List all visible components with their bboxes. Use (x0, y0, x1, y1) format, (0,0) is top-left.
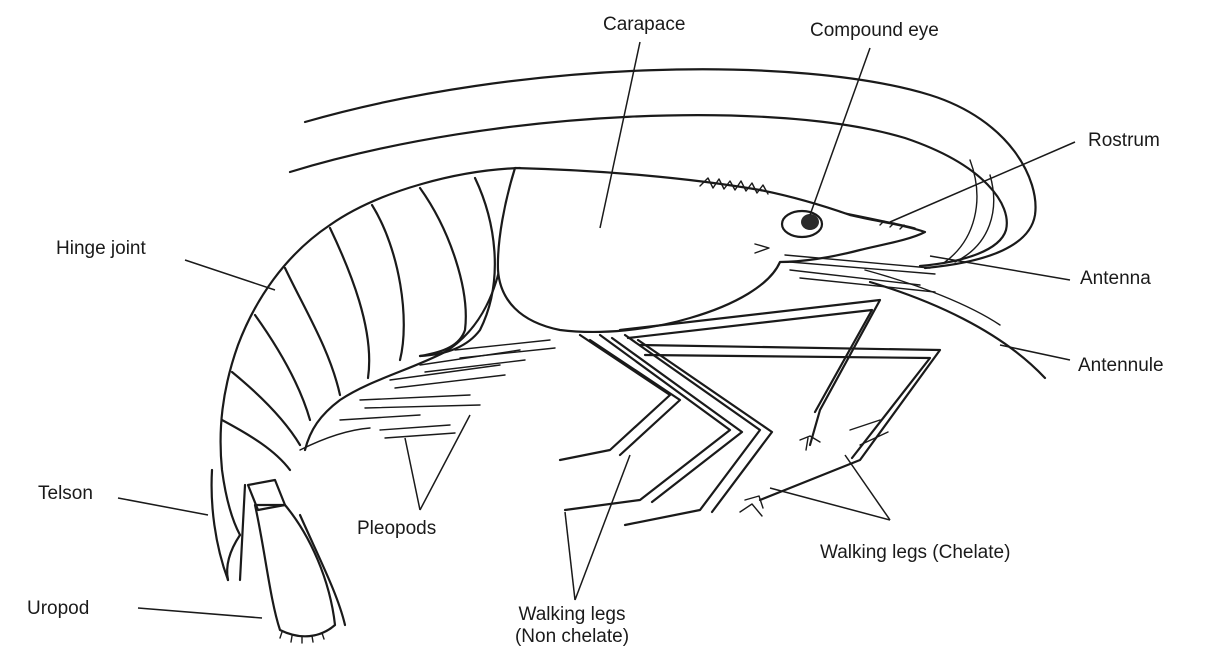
carapace-shape (498, 168, 925, 332)
walking-legs-chelate-shape (620, 300, 940, 516)
leader-rostrum (890, 142, 1075, 222)
label-walking-legs-non-chelate-line1: Walking legs (492, 604, 652, 626)
leader-telson (118, 498, 208, 515)
leader-pleopods-a (405, 438, 420, 510)
label-antenna: Antenna (1080, 268, 1151, 290)
walking-legs-non-chelate-shape (560, 335, 772, 525)
label-telson: Telson (38, 483, 93, 505)
label-walking-legs-chelate: Walking legs (Chelate) (820, 542, 1010, 564)
leader-hinge-joint (185, 260, 275, 290)
antennule-shape (870, 282, 1045, 378)
leader-walking-noncheleate-b (575, 455, 630, 600)
label-hinge-joint: Hinge joint (56, 238, 146, 260)
label-pleopods: Pleopods (357, 518, 436, 540)
leader-uropod (138, 608, 262, 618)
leader-compound-eye (810, 48, 870, 215)
abdomen (221, 168, 520, 535)
label-rostrum: Rostrum (1088, 130, 1160, 152)
label-uropod: Uropod (27, 598, 89, 620)
leader-pleopods-b (420, 415, 470, 510)
label-carapace: Carapace (603, 14, 685, 36)
label-compound-eye: Compound eye (810, 20, 939, 42)
label-walking-legs-non-chelate: Walking legs (Non chelate) (492, 604, 652, 648)
pleopods-shape (340, 340, 555, 438)
label-antennule: Antennule (1078, 355, 1164, 377)
leader-antenna (930, 256, 1070, 280)
leader-antennule (1000, 345, 1070, 360)
label-walking-legs-non-chelate-line2: (Non chelate) (492, 626, 652, 648)
leader-walking-noncheleate-a (565, 512, 575, 600)
tail-fan-shape (212, 470, 345, 643)
